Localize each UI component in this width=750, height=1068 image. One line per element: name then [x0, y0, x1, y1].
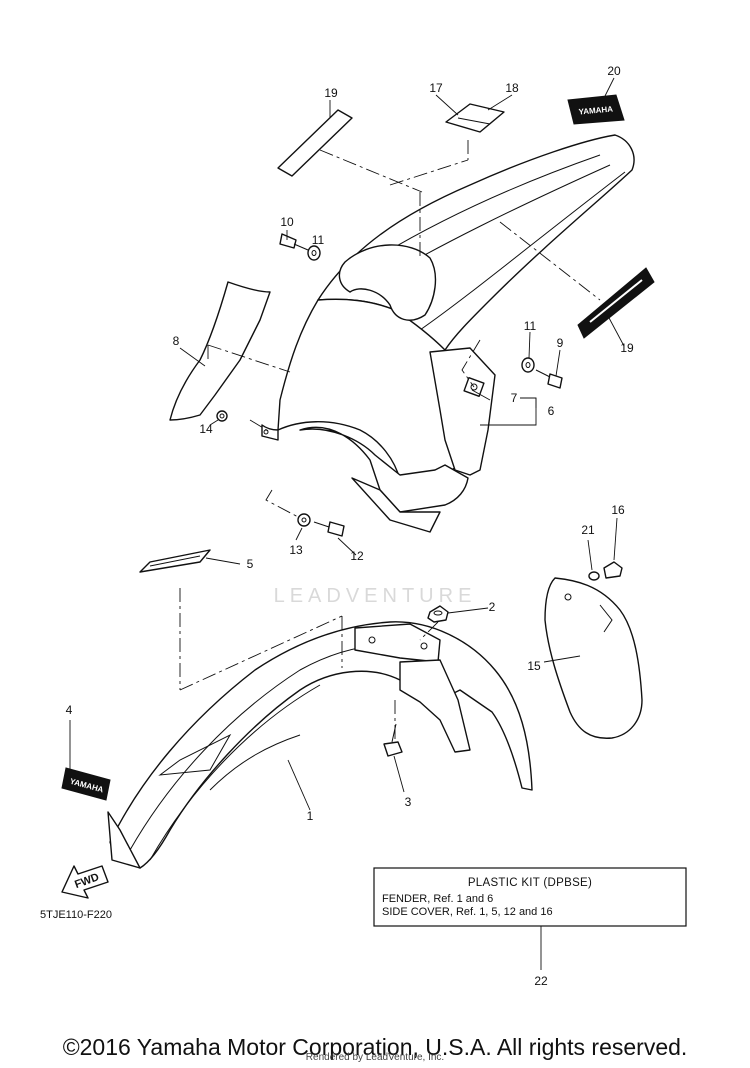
plastic-kit-title: PLASTIC KIT (DPBSE) — [468, 877, 592, 889]
bolt-16 — [603, 561, 623, 579]
decal-20-text: YAMAHA — [578, 105, 613, 117]
callout-13: 13 — [289, 543, 303, 557]
callout-1: 1 — [307, 809, 314, 823]
washer-11-right — [521, 357, 535, 373]
decal-4: YAMAHA — [61, 767, 111, 801]
washer-14 — [216, 410, 228, 422]
callout-15: 15 — [527, 659, 541, 673]
decal-5 — [139, 549, 211, 573]
side-cover-15 — [544, 577, 643, 739]
diagram-code: 5TJE110-F220 — [40, 909, 112, 921]
front-fender — [107, 621, 533, 869]
leader-lines — [69, 77, 625, 970]
nut-2 — [427, 605, 449, 623]
callout-8: 8 — [173, 334, 180, 348]
callout-11-left: 11 — [312, 233, 325, 247]
callout-19-upper: 19 — [324, 86, 338, 100]
bolt-3 — [383, 723, 403, 757]
callout-16: 16 — [611, 503, 625, 517]
callout-17: 17 — [429, 81, 443, 95]
callout-20: 20 — [607, 64, 621, 78]
plastic-kit-line1: FENDER, Ref. 1 and 6 — [382, 893, 493, 905]
bolt-12 — [313, 521, 345, 537]
callout-7: 7 — [511, 391, 518, 405]
washer-13 — [297, 513, 311, 527]
decal-19-upper — [277, 109, 353, 177]
part-8-side-panel — [169, 281, 271, 421]
washer-21 — [588, 571, 600, 581]
decal-17-18 — [445, 103, 505, 133]
callout-18: 18 — [505, 81, 519, 95]
bolt-10 — [279, 233, 309, 251]
callout-4: 4 — [66, 703, 73, 717]
callout-10: 10 — [280, 215, 294, 229]
callout-11-right: 11 — [524, 319, 537, 333]
rendered-by-notice: Rendered by LeadVenture, Inc. — [305, 1052, 445, 1063]
fwd-arrow: FWD — [61, 865, 109, 899]
rear-fender — [261, 134, 635, 533]
callout-3: 3 — [405, 795, 412, 809]
decal-19-right — [577, 267, 655, 339]
callout-12: 12 — [350, 549, 364, 563]
plastic-kit-box: PLASTIC KIT (DPBSE) FENDER, Ref. 1 and 6… — [373, 867, 687, 927]
callout-21: 21 — [581, 523, 595, 537]
callout-2: 2 — [489, 600, 496, 614]
callout-22: 22 — [534, 974, 548, 988]
callout-19-right: 19 — [620, 341, 634, 355]
callout-numbers: 19 17 18 20 10 11 11 9 8 14 13 12 7 6 19… — [66, 64, 634, 988]
copyright-notice: ©2016 Yamaha Motor Corporation, U.S.A. A… — [62, 1034, 688, 1060]
callout-9: 9 — [557, 336, 564, 350]
decal-20: YAMAHA — [567, 94, 625, 125]
callout-14: 14 — [199, 422, 213, 436]
plastic-kit-line2: SIDE COVER, Ref. 1, 5, 12 and 16 — [382, 906, 553, 918]
watermark: LEADVENTURE — [274, 585, 477, 607]
callout-6: 6 — [548, 404, 555, 418]
bolt-9 — [535, 369, 563, 389]
washer-11-left — [307, 245, 321, 261]
callout-5: 5 — [247, 557, 254, 571]
dash-lines — [179, 140, 601, 740]
